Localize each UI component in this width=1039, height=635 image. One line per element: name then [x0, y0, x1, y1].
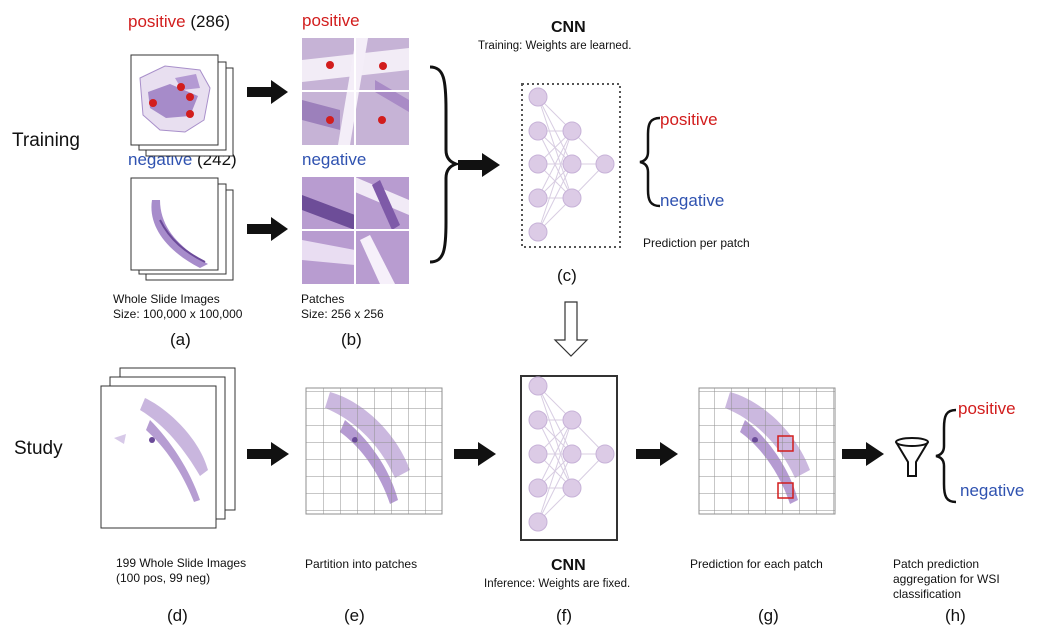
partition-grid: [305, 387, 443, 515]
panel-label-f: (f): [556, 606, 573, 625]
wsi-caption: Whole Slide Images Size: 100,000 x 100,0…: [113, 292, 242, 322]
panel-label-b: (b): [341, 330, 362, 349]
final-positive: positive: [958, 399, 1016, 418]
study-wsi-caption-line: (100 pos, 99 neg): [116, 571, 211, 585]
cnn-inference-network: [528, 376, 615, 532]
wsi-caption-line: Whole Slide Images: [113, 292, 220, 306]
positive-patches: [302, 38, 409, 145]
cnn-training-box: [521, 83, 621, 248]
positive-count: (286): [190, 12, 231, 31]
patches-caption-line: Patches: [301, 292, 345, 306]
study-wsi-caption: 199 Whole Slide Images (100 pos, 99 neg): [116, 556, 246, 586]
panel-label-e: (e): [344, 606, 365, 625]
patches-caption-line: Size: 256 x 256: [301, 307, 384, 321]
output-negative: negative: [660, 191, 725, 210]
study-wsi-stack: [100, 367, 236, 529]
funnel-icon: [895, 437, 929, 477]
panel-label-g: (g): [758, 606, 779, 625]
partition-caption: Partition into patches: [305, 557, 418, 571]
patches-caption: Patches Size: 256 x 256: [301, 292, 384, 322]
right-arrow-icon: [247, 217, 288, 241]
panel-label-h: (h): [945, 606, 966, 625]
right-arrow-icon: [636, 442, 678, 466]
cnn-inference-subtitle: Inference: Weights are fixed.: [484, 578, 631, 590]
panel-label-a: (a): [170, 330, 191, 349]
negative-wsi-stack: [130, 177, 234, 281]
right-arrow-icon: [842, 442, 884, 466]
aggregation-caption-line: Patch prediction: [893, 557, 980, 571]
positive-label: positive: [128, 12, 186, 31]
aggregation-caption-line: classification: [893, 587, 962, 601]
row-label-study: Study: [14, 438, 63, 459]
brace-icon: [639, 116, 661, 208]
wsi-caption-line: Size: 100,000 x 100,000: [113, 307, 243, 321]
aggregation-caption: Patch prediction aggregation for WSI cla…: [893, 557, 1000, 602]
cnn-training-title: CNN: [551, 19, 586, 36]
patches-positive-heading: positive: [302, 11, 360, 30]
brace-icon: [935, 408, 957, 504]
right-arrow-icon: [454, 442, 496, 466]
patches-negative-heading: negative: [302, 150, 367, 169]
panel-label-d: (d): [167, 606, 188, 625]
aggregation-caption-line: aggregation for WSI: [893, 572, 1000, 586]
right-arrow-icon: [247, 80, 288, 104]
row-label-training: Training: [12, 130, 80, 151]
cnn-training-network: [528, 87, 615, 242]
prediction-per-patch: Prediction per patch: [643, 236, 750, 250]
prediction-caption: Prediction for each patch: [690, 557, 823, 571]
cnn-inference-box: [520, 375, 618, 541]
positive-wsi-heading: positive (286): [128, 12, 230, 32]
right-arrow-icon: [458, 153, 500, 177]
negative-patches: [302, 177, 409, 284]
study-wsi-caption-line: 199 Whole Slide Images: [116, 556, 247, 570]
right-arrow-icon: [247, 442, 289, 466]
positive-patch-marker: [777, 482, 794, 499]
cnn-inference-title: CNN: [551, 557, 586, 574]
positive-wsi-stack: [130, 54, 234, 157]
down-arrow-icon: [553, 301, 589, 357]
cnn-training-subtitle: Training: Weights are learned.: [478, 40, 632, 52]
panel-label-c: (c): [557, 266, 577, 285]
final-negative: negative: [960, 481, 1025, 500]
prediction-grid: [698, 387, 836, 515]
output-positive: positive: [660, 110, 718, 129]
positive-patch-marker: [777, 435, 794, 452]
brace-icon: [429, 65, 461, 264]
